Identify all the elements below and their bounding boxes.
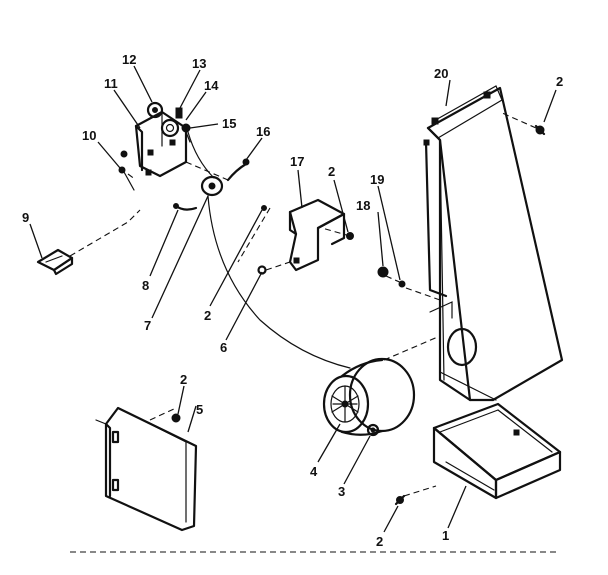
base-tray-part-1 <box>432 402 562 500</box>
callout-20: 20 <box>434 66 448 81</box>
callout-2-base: 2 <box>376 534 383 549</box>
bracket-part-17 <box>288 198 346 272</box>
callout-2-left: 2 <box>204 308 211 323</box>
callout-5: 5 <box>196 402 203 417</box>
callout-1: 1 <box>442 528 449 543</box>
switch-part-12 <box>146 101 164 119</box>
control-bracket-assembly <box>134 110 188 178</box>
callout-8: 8 <box>142 278 149 293</box>
blower-motor-part-4 <box>322 357 416 436</box>
callout-2-panel: 2 <box>180 372 187 387</box>
motor-fastener-part-3 <box>366 423 380 437</box>
wire-terminal-part-16 <box>226 158 250 182</box>
callout-9: 9 <box>22 210 29 225</box>
screw-part-2-panel <box>171 413 181 423</box>
wire-lead-part-8 <box>173 203 198 211</box>
callout-11: 11 <box>104 76 118 91</box>
callout-4: 4 <box>310 464 318 479</box>
callout-2-right: 2 <box>556 74 563 89</box>
callout-10: 10 <box>82 128 96 143</box>
terminal-part-15 <box>181 123 191 143</box>
callout-19: 19 <box>370 172 384 187</box>
callout-3: 3 <box>338 484 345 499</box>
screw-part-10 <box>118 150 135 191</box>
leader-lines <box>29 65 557 533</box>
callout-12: 12 <box>122 52 136 67</box>
callout-18: 18 <box>356 198 370 213</box>
panel-part-5 <box>95 406 198 532</box>
callout-16: 16 <box>256 124 270 139</box>
assembly-lines <box>69 111 537 497</box>
callout-7: 7 <box>144 318 151 333</box>
callout-13: 13 <box>192 56 206 71</box>
housing-part-20 <box>423 85 564 402</box>
connector-part-9 <box>36 248 74 276</box>
callout-labels: 20 2 12 13 11 14 15 16 10 17 2 19 18 9 8… <box>22 52 563 549</box>
screw-part-2-base <box>394 494 406 506</box>
callout-14: 14 <box>204 78 219 93</box>
limit-switch-part-7 <box>200 175 224 197</box>
screw-part-2-right <box>534 124 546 136</box>
callout-15: 15 <box>222 116 236 131</box>
callout-6: 6 <box>220 340 227 355</box>
screw-part-6 <box>257 265 267 275</box>
callout-2-bracket: 2 <box>328 164 335 179</box>
callout-17: 17 <box>290 154 304 169</box>
screw-part-2-left <box>261 205 267 211</box>
switch-part-13 <box>160 107 183 138</box>
grommet-part-18 <box>377 266 389 278</box>
